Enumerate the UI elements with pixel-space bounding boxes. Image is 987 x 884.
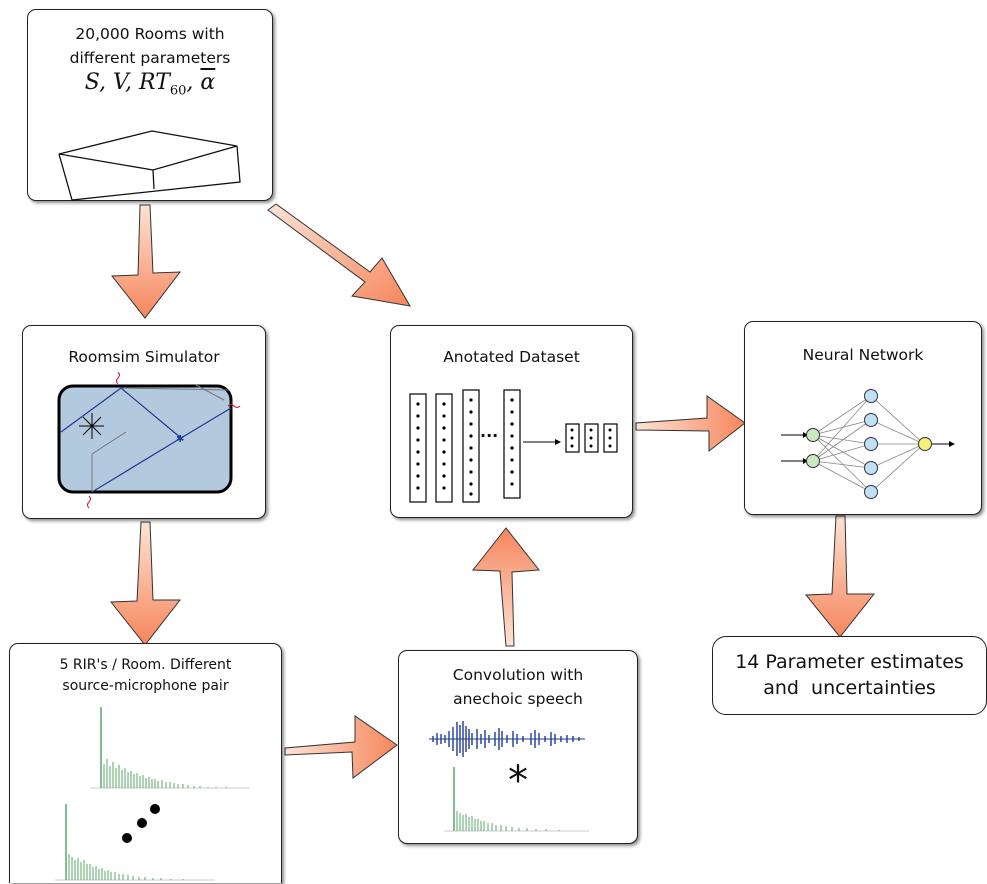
nn-title: Neural Network: [802, 346, 924, 364]
rooms-box: 20,000 Rooms with different parameters S…: [27, 9, 273, 201]
neural-network-icon: [781, 389, 955, 499]
rooms-parameters-formula: S, V, RT60, α: [84, 70, 216, 99]
svg-text:✱: ✱: [176, 434, 184, 445]
estimates-line1: 14 Parameter estimates: [735, 651, 964, 673]
room-simulation-icon: ✱: [57, 371, 241, 509]
dataset-columns-icon: [409, 389, 618, 503]
estimates-line2: and uncertainties: [763, 677, 936, 699]
dataset-ellipsis: ···: [480, 426, 499, 445]
rir-ellipsis-dots-icon: [122, 804, 160, 843]
rooms-line1: 20,000 Rooms with: [75, 25, 225, 43]
rirs-line2: source-microphone pair: [62, 678, 229, 694]
rir-plot-conv: [444, 767, 589, 832]
convolution-operator: *: [508, 758, 528, 804]
arrow-dataset-to-nn: [635, 395, 746, 453]
conv-line2: anechoic speech: [453, 690, 583, 708]
roomsim-box: Roomsim Simulator ✱: [22, 325, 266, 519]
roomsim-title: Roomsim Simulator: [68, 348, 220, 366]
rooms-line2: different parameters: [69, 49, 231, 67]
arrow-rooms-to-roomsim: [111, 204, 182, 319]
speech-waveform-icon: [429, 721, 585, 757]
rir-plot-2: [55, 804, 215, 881]
arrow-roomsim-to-rirs: [109, 521, 182, 646]
rir-plot-1: [90, 707, 250, 789]
dataset-title: Anotated Dataset: [443, 348, 580, 366]
dataset-box: Anotated Dataset ···: [390, 325, 633, 518]
room-wireframe-icon: [58, 130, 241, 201]
arrow-rirs-to-conv: [284, 715, 398, 779]
arrow-nn-to-estimates: [804, 515, 876, 638]
rirs-line1: 5 RIR's / Room. Different: [59, 657, 232, 673]
arrow-conv-to-dataset: [472, 527, 540, 647]
convolution-box: Convolution with anechoic speech *: [398, 650, 638, 844]
arrow-rooms-to-dataset: [267, 203, 411, 307]
estimates-box: 14 Parameter estimates and uncertainties: [712, 636, 987, 715]
neural-network-box: Neural Network: [744, 321, 982, 515]
rirs-box: 5 RIR's / Room. Different source-microph…: [9, 643, 282, 883]
conv-line1: Convolution with: [452, 666, 584, 684]
